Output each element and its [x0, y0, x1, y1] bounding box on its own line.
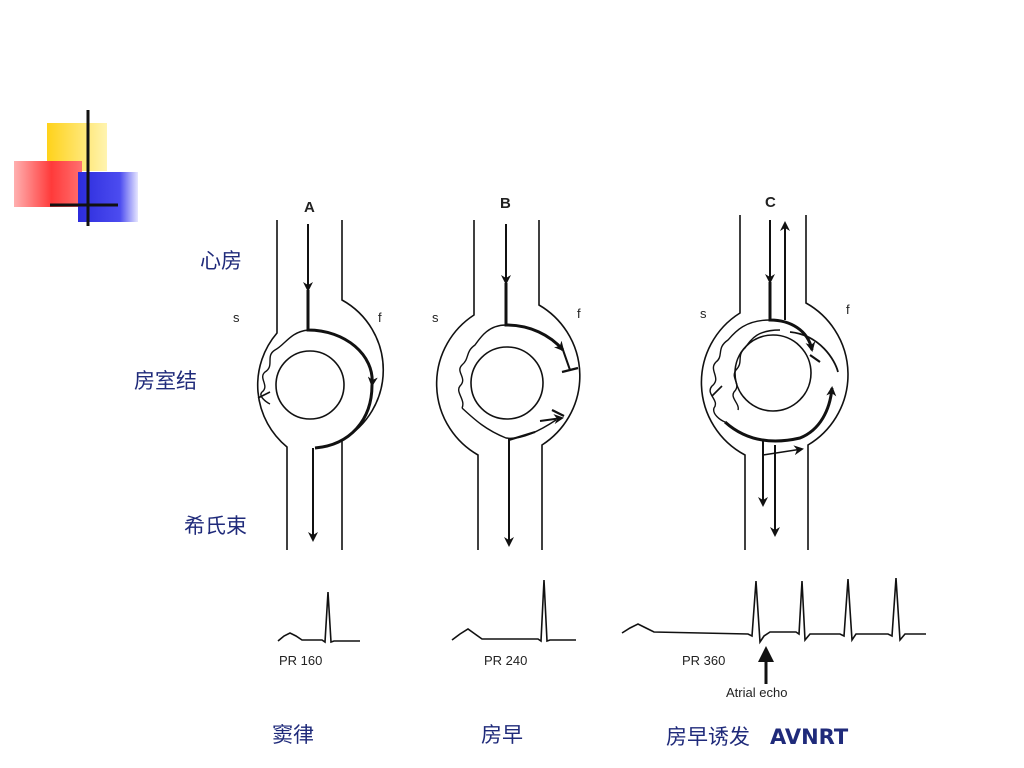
atrial-echo-label: Atrial echo — [726, 685, 787, 700]
atrial-echo-arrow — [758, 646, 774, 684]
panel-b-slow-label: s — [432, 310, 439, 325]
panel-a-pr-label: PR 160 — [279, 653, 322, 668]
panel-b-conduction — [458, 224, 579, 547]
label-his-bundle: 希氏束 — [184, 514, 247, 538]
panel-b-fast-label: f — [577, 306, 581, 321]
label-atrium: 心房 — [200, 249, 242, 273]
panel-c-letter: C — [765, 194, 776, 211]
panel-b-pr-label: PR 240 — [484, 653, 527, 668]
panel-a-conduction — [257, 224, 378, 542]
panel-a-central-body — [275, 350, 345, 420]
panel-b-node-outline — [435, 220, 581, 550]
panel-b-central-body — [470, 346, 544, 420]
label-av-node: 房室结 — [134, 369, 197, 393]
panel-b-caption: 房早 — [481, 723, 523, 747]
panel-a-caption: 窦律 — [272, 723, 314, 747]
panel-c-ecg-trace — [621, 577, 926, 645]
panel-c-caption-bold: AVNRT — [770, 725, 849, 749]
panel-c-slow-label: s — [700, 306, 707, 321]
panel-b: B s f PR 240 房早 — [432, 195, 581, 747]
panel-b-letter: B — [500, 195, 511, 212]
panel-c: C s f PR 360 Atrial echo — [621, 194, 926, 749]
decorative-logo — [14, 110, 138, 226]
panel-c-conduction — [709, 220, 839, 537]
panel-c-pr-label: PR 360 — [682, 653, 725, 668]
panel-b-ecg-trace — [451, 579, 576, 643]
panel-a-node-outline — [256, 220, 384, 550]
panel-c-caption-main: 房早诱发 — [666, 725, 750, 749]
red-square — [14, 161, 82, 207]
panel-a-fast-label: f — [378, 310, 382, 325]
panel-a: A s f PR 160 窦律 — [233, 199, 384, 747]
panel-c-fast-label: f — [846, 302, 850, 317]
panel-a-letter: A — [304, 199, 315, 216]
panel-a-ecg-trace — [277, 591, 360, 644]
panel-a-slow-label: s — [233, 310, 240, 325]
